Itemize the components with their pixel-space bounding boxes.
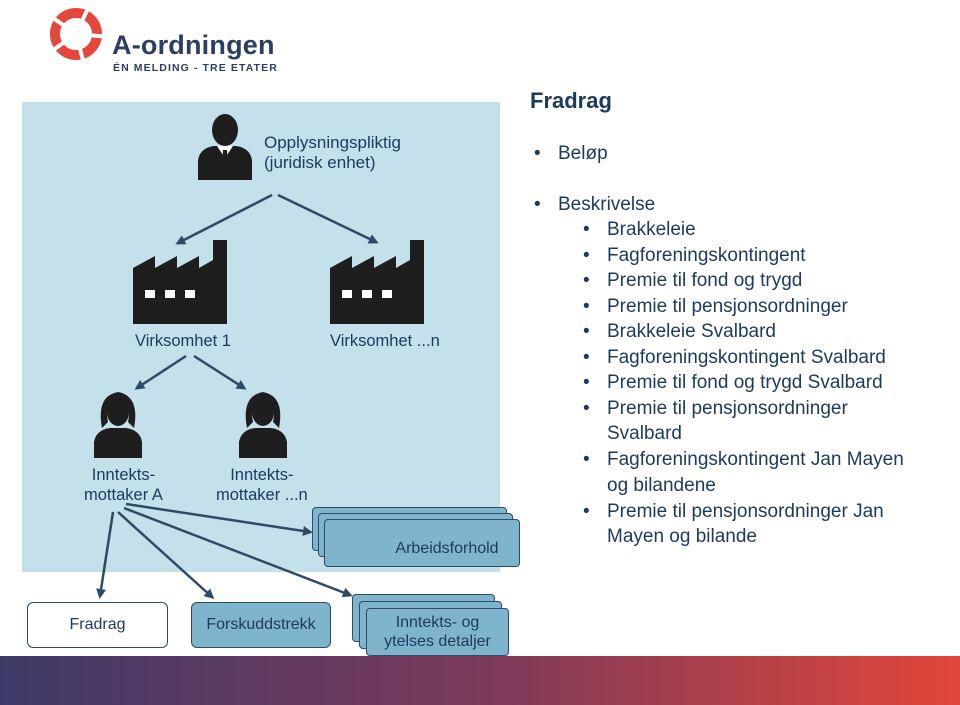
amount-item: Beløp bbox=[534, 141, 607, 167]
employment-label: Arbeidsforhold bbox=[395, 540, 499, 557]
factory-icon bbox=[133, 238, 233, 324]
recipient-n-label: Inntekts- mottaker ...n bbox=[216, 466, 308, 504]
deduction-label: Fradrag bbox=[69, 616, 126, 633]
woman-icon bbox=[237, 388, 289, 458]
employer-label: Opplysningspliktig (juridisk enhet) bbox=[264, 133, 402, 172]
income-details-label: Inntekts- og ytelses detaljer bbox=[384, 614, 491, 650]
woman-icon bbox=[92, 388, 144, 458]
employment-box: Arbeidsforhold bbox=[324, 519, 520, 567]
structure-panel bbox=[22, 102, 500, 572]
income-details-box: Inntekts- og ytelses detaljer bbox=[366, 608, 509, 656]
logo-title: A-ordningen bbox=[112, 30, 275, 60]
list-item: Fagforeningskontingent Svalbard bbox=[583, 345, 886, 371]
a-ordningen-logo bbox=[48, 6, 105, 62]
logo-tagline: ÉN MELDING - TRE ETATER bbox=[113, 62, 278, 74]
list-item: Premie til fond og trygd bbox=[583, 268, 802, 294]
list-item: Premie til pensjonsordninger Jan Mayen o… bbox=[583, 499, 884, 550]
list-item: Fagforeningskontingent Jan Mayen og bila… bbox=[583, 447, 904, 498]
business-1-label: Virksomhet 1 bbox=[135, 332, 231, 350]
business-n-label: Virksomhet ...n bbox=[330, 332, 440, 350]
details-title: Fradrag bbox=[530, 88, 612, 113]
withholding-label: Forskuddstrekk bbox=[206, 616, 316, 633]
list-item: Brakkeleie bbox=[583, 217, 696, 243]
list-item: Premie til fond og trygd Svalbard bbox=[583, 370, 883, 396]
businessman-icon bbox=[196, 108, 254, 180]
list-item: Brakkeleie Svalbard bbox=[583, 319, 776, 345]
description-item: Beskrivelse bbox=[534, 192, 655, 218]
factory-icon bbox=[330, 238, 430, 324]
list-item: Premie til pensjonsordninger Svalbard bbox=[583, 396, 848, 447]
withholding-box: Forskuddstrekk bbox=[191, 602, 331, 648]
footer-gradient-bar bbox=[0, 656, 960, 705]
list-item: Premie til pensjonsordninger bbox=[583, 294, 848, 320]
list-item: Fagforeningskontingent bbox=[583, 243, 806, 269]
deduction-box: Fradrag bbox=[27, 602, 168, 648]
logo-ring-icon bbox=[50, 7, 105, 62]
recipient-a-label: Inntekts- mottaker A bbox=[84, 466, 163, 504]
